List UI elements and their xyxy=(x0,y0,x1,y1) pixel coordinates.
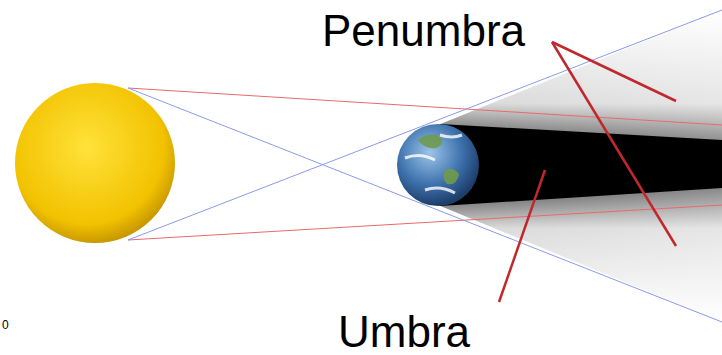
penumbra-shade xyxy=(438,10,722,322)
region-label: Umbra xyxy=(338,310,470,354)
ray-line xyxy=(128,88,722,125)
earth-clouds xyxy=(405,135,462,193)
penumbra-fade xyxy=(438,10,722,322)
ray-line xyxy=(128,205,722,240)
earth xyxy=(397,124,479,206)
corner-number: 0 xyxy=(2,319,9,331)
ray-line xyxy=(128,10,722,240)
sun xyxy=(15,83,175,243)
earth-land xyxy=(418,135,459,185)
region-label: Penumbra xyxy=(322,9,525,53)
leader-line xyxy=(499,170,545,302)
leader-line xyxy=(552,42,676,246)
umbra-shade xyxy=(440,124,722,206)
